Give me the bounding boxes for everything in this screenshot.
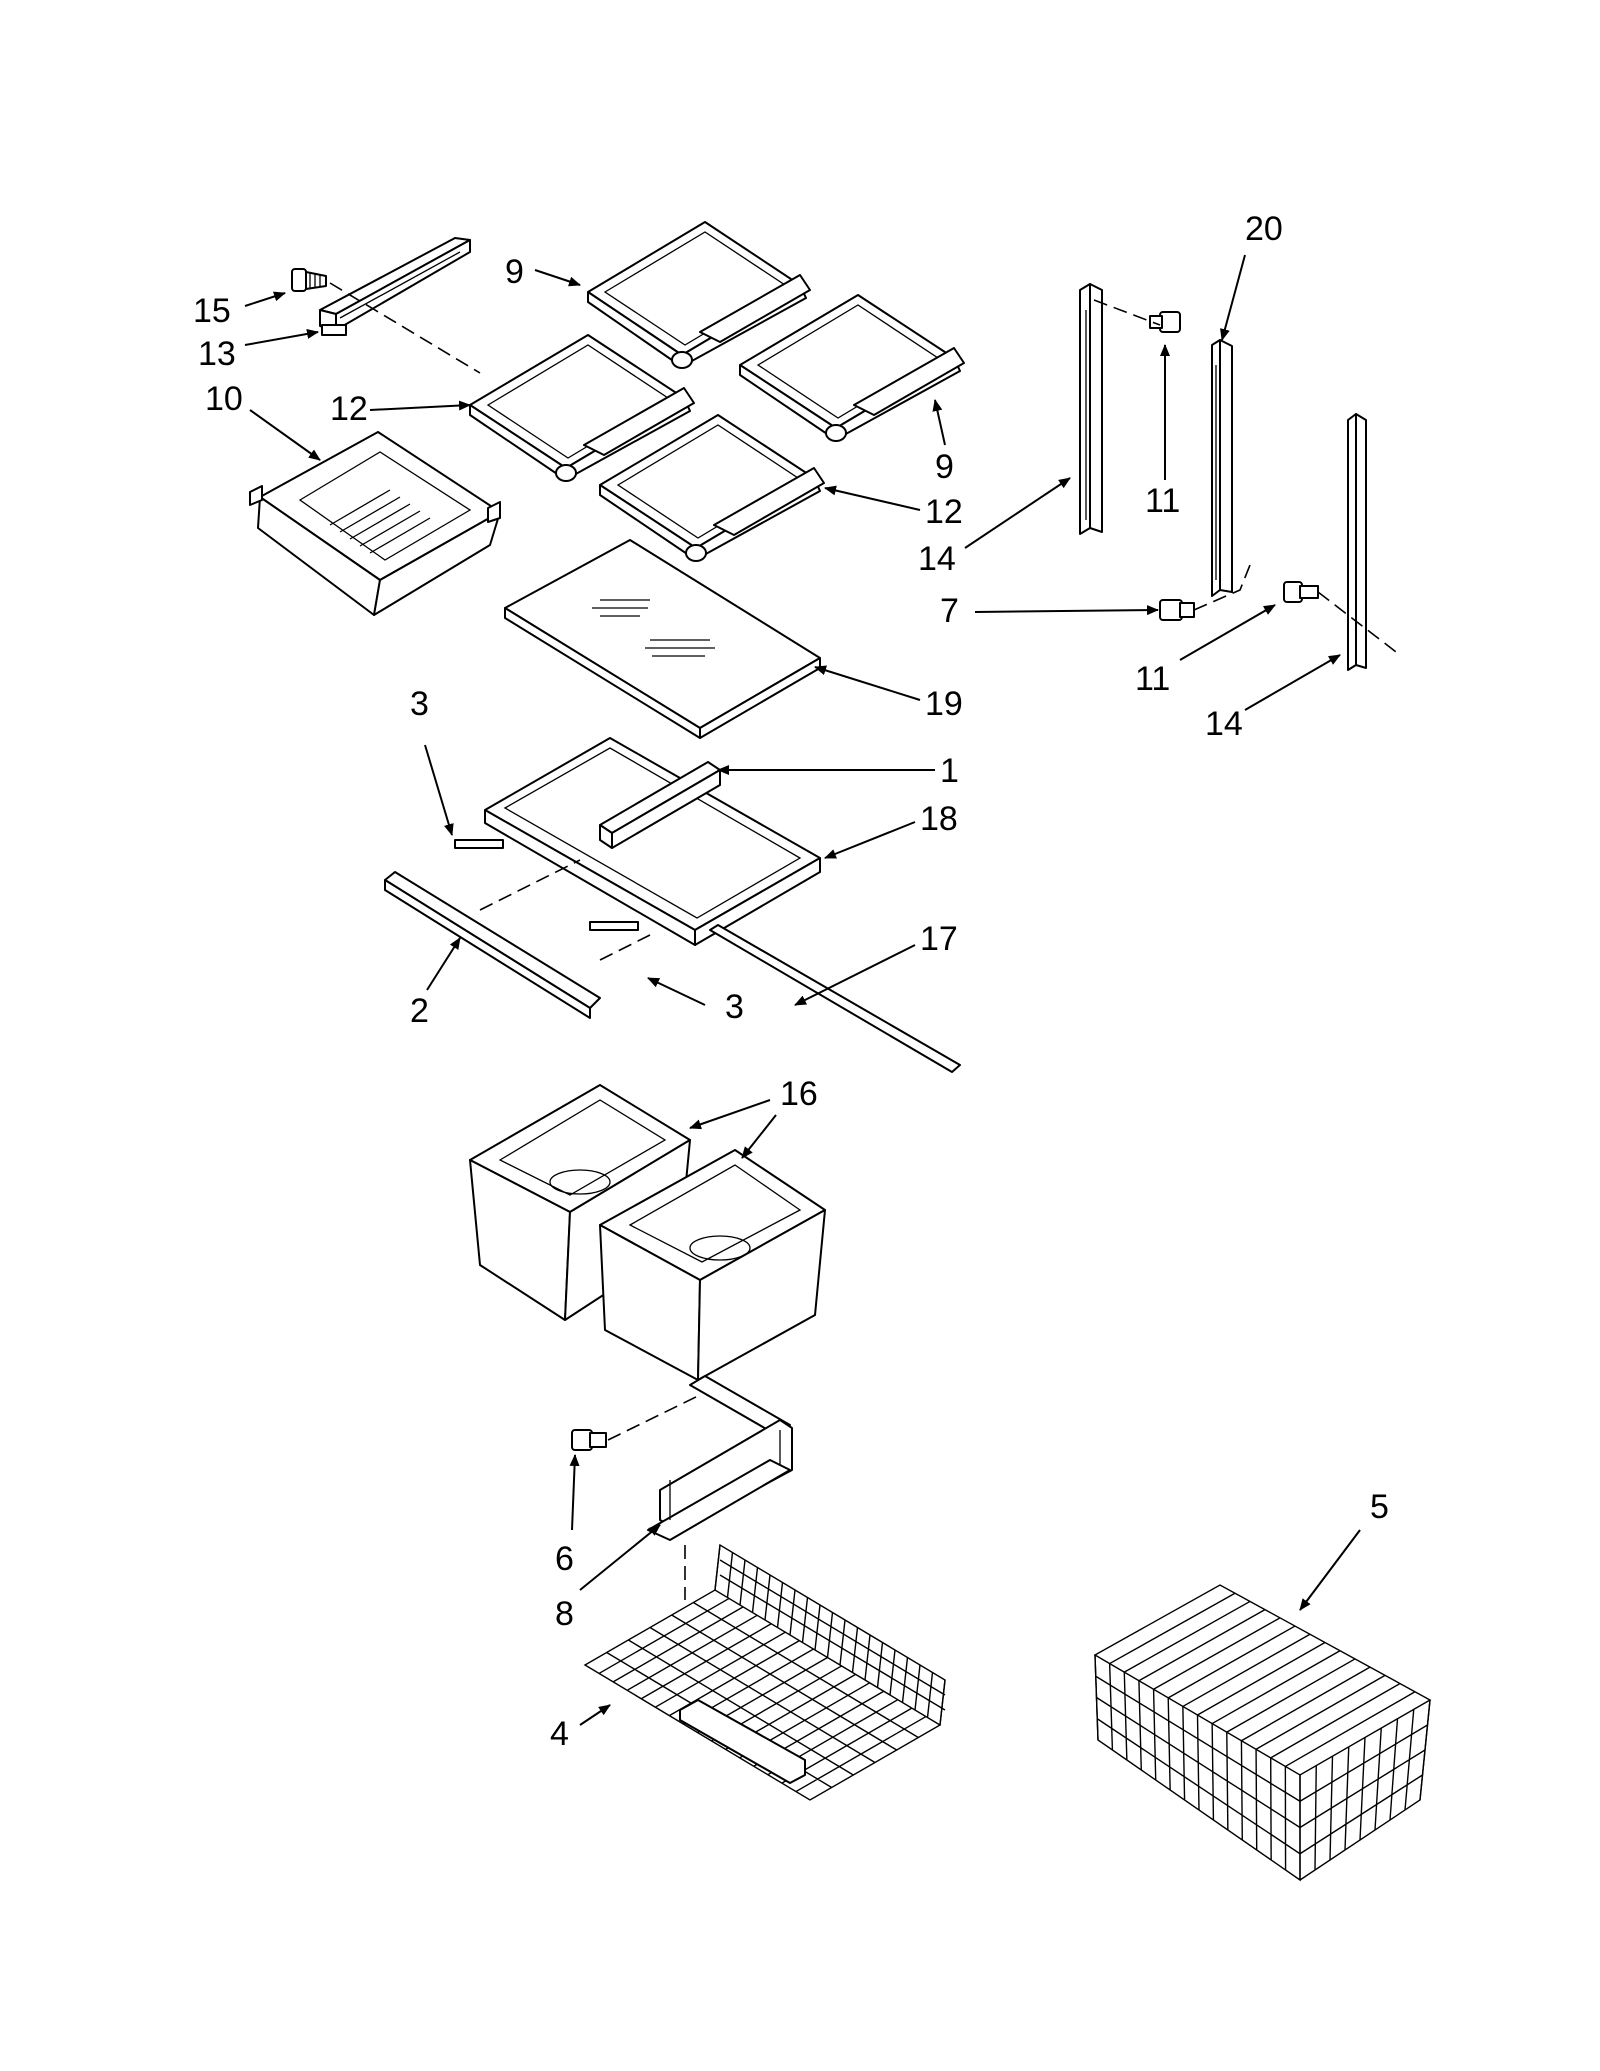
clip-3-right-drawing (589, 921, 639, 931)
callout-20: 20 (1245, 210, 1283, 248)
callout-1: 1 (940, 752, 959, 790)
drawer-16-right-drawing (599, 1149, 826, 1381)
callout-15: 15 (193, 292, 231, 330)
callout-7: 7 (940, 592, 959, 630)
bracket-8-drawing (647, 1375, 793, 1541)
ladder-14-right-drawing (1347, 413, 1367, 671)
drawer-10-drawing (249, 431, 501, 616)
wire-basket-5-drawing (1093, 1584, 1432, 1882)
trim-2-drawing (384, 871, 601, 1019)
ladder-14-left-drawing (1079, 283, 1103, 535)
callout-3-right: 3 (725, 988, 744, 1026)
callout-6: 6 (555, 1540, 574, 1578)
ladder-20-drawing (1211, 339, 1233, 597)
shelf-9-top-drawing (587, 221, 811, 369)
callout-12-top: 12 (330, 390, 368, 428)
clip-3-left-drawing (454, 839, 504, 849)
callout-17: 17 (920, 920, 958, 958)
callout-11-lower: 11 (1135, 660, 1170, 698)
screw-7-drawing (1159, 599, 1195, 621)
callout-14-right: 14 (1205, 705, 1243, 743)
rail-1-drawing (599, 761, 721, 849)
callout-12-lower: 12 (925, 493, 963, 531)
slide-rail-13-drawing (319, 237, 471, 336)
callout-14-left: 14 (918, 540, 956, 578)
callout-5: 5 (1370, 1488, 1389, 1526)
callout-4: 4 (550, 1715, 569, 1753)
callout-19: 19 (925, 685, 963, 723)
screw-11-lower-drawing (1283, 581, 1319, 603)
callout-18: 18 (920, 800, 958, 838)
leader-lines (244, 254, 1361, 1726)
shelf-12-lower-drawing (599, 414, 825, 562)
screw-11-top-drawing (1149, 311, 1181, 333)
glass-shelf-19-drawing (504, 539, 821, 739)
callout-3-left: 3 (410, 685, 429, 723)
callout-9-right: 9 (935, 448, 954, 486)
screw-6-drawing (571, 1429, 607, 1451)
callout-8: 8 (555, 1595, 574, 1633)
callout-10: 10 (205, 380, 243, 418)
callout-16: 16 (780, 1075, 818, 1113)
wire-basket-4-drawing (583, 1543, 946, 1801)
shelf-12-top-drawing (469, 334, 695, 482)
trim-17-drawing (709, 924, 961, 1073)
shelf-9-right-drawing (739, 294, 965, 442)
callout-2: 2 (410, 992, 429, 1030)
callout-13: 13 (198, 335, 236, 373)
callout-11-top: 11 (1145, 482, 1180, 520)
screw-15-drawing (291, 268, 327, 292)
callout-9-top: 9 (505, 253, 524, 291)
cover-18-drawing (484, 737, 821, 946)
